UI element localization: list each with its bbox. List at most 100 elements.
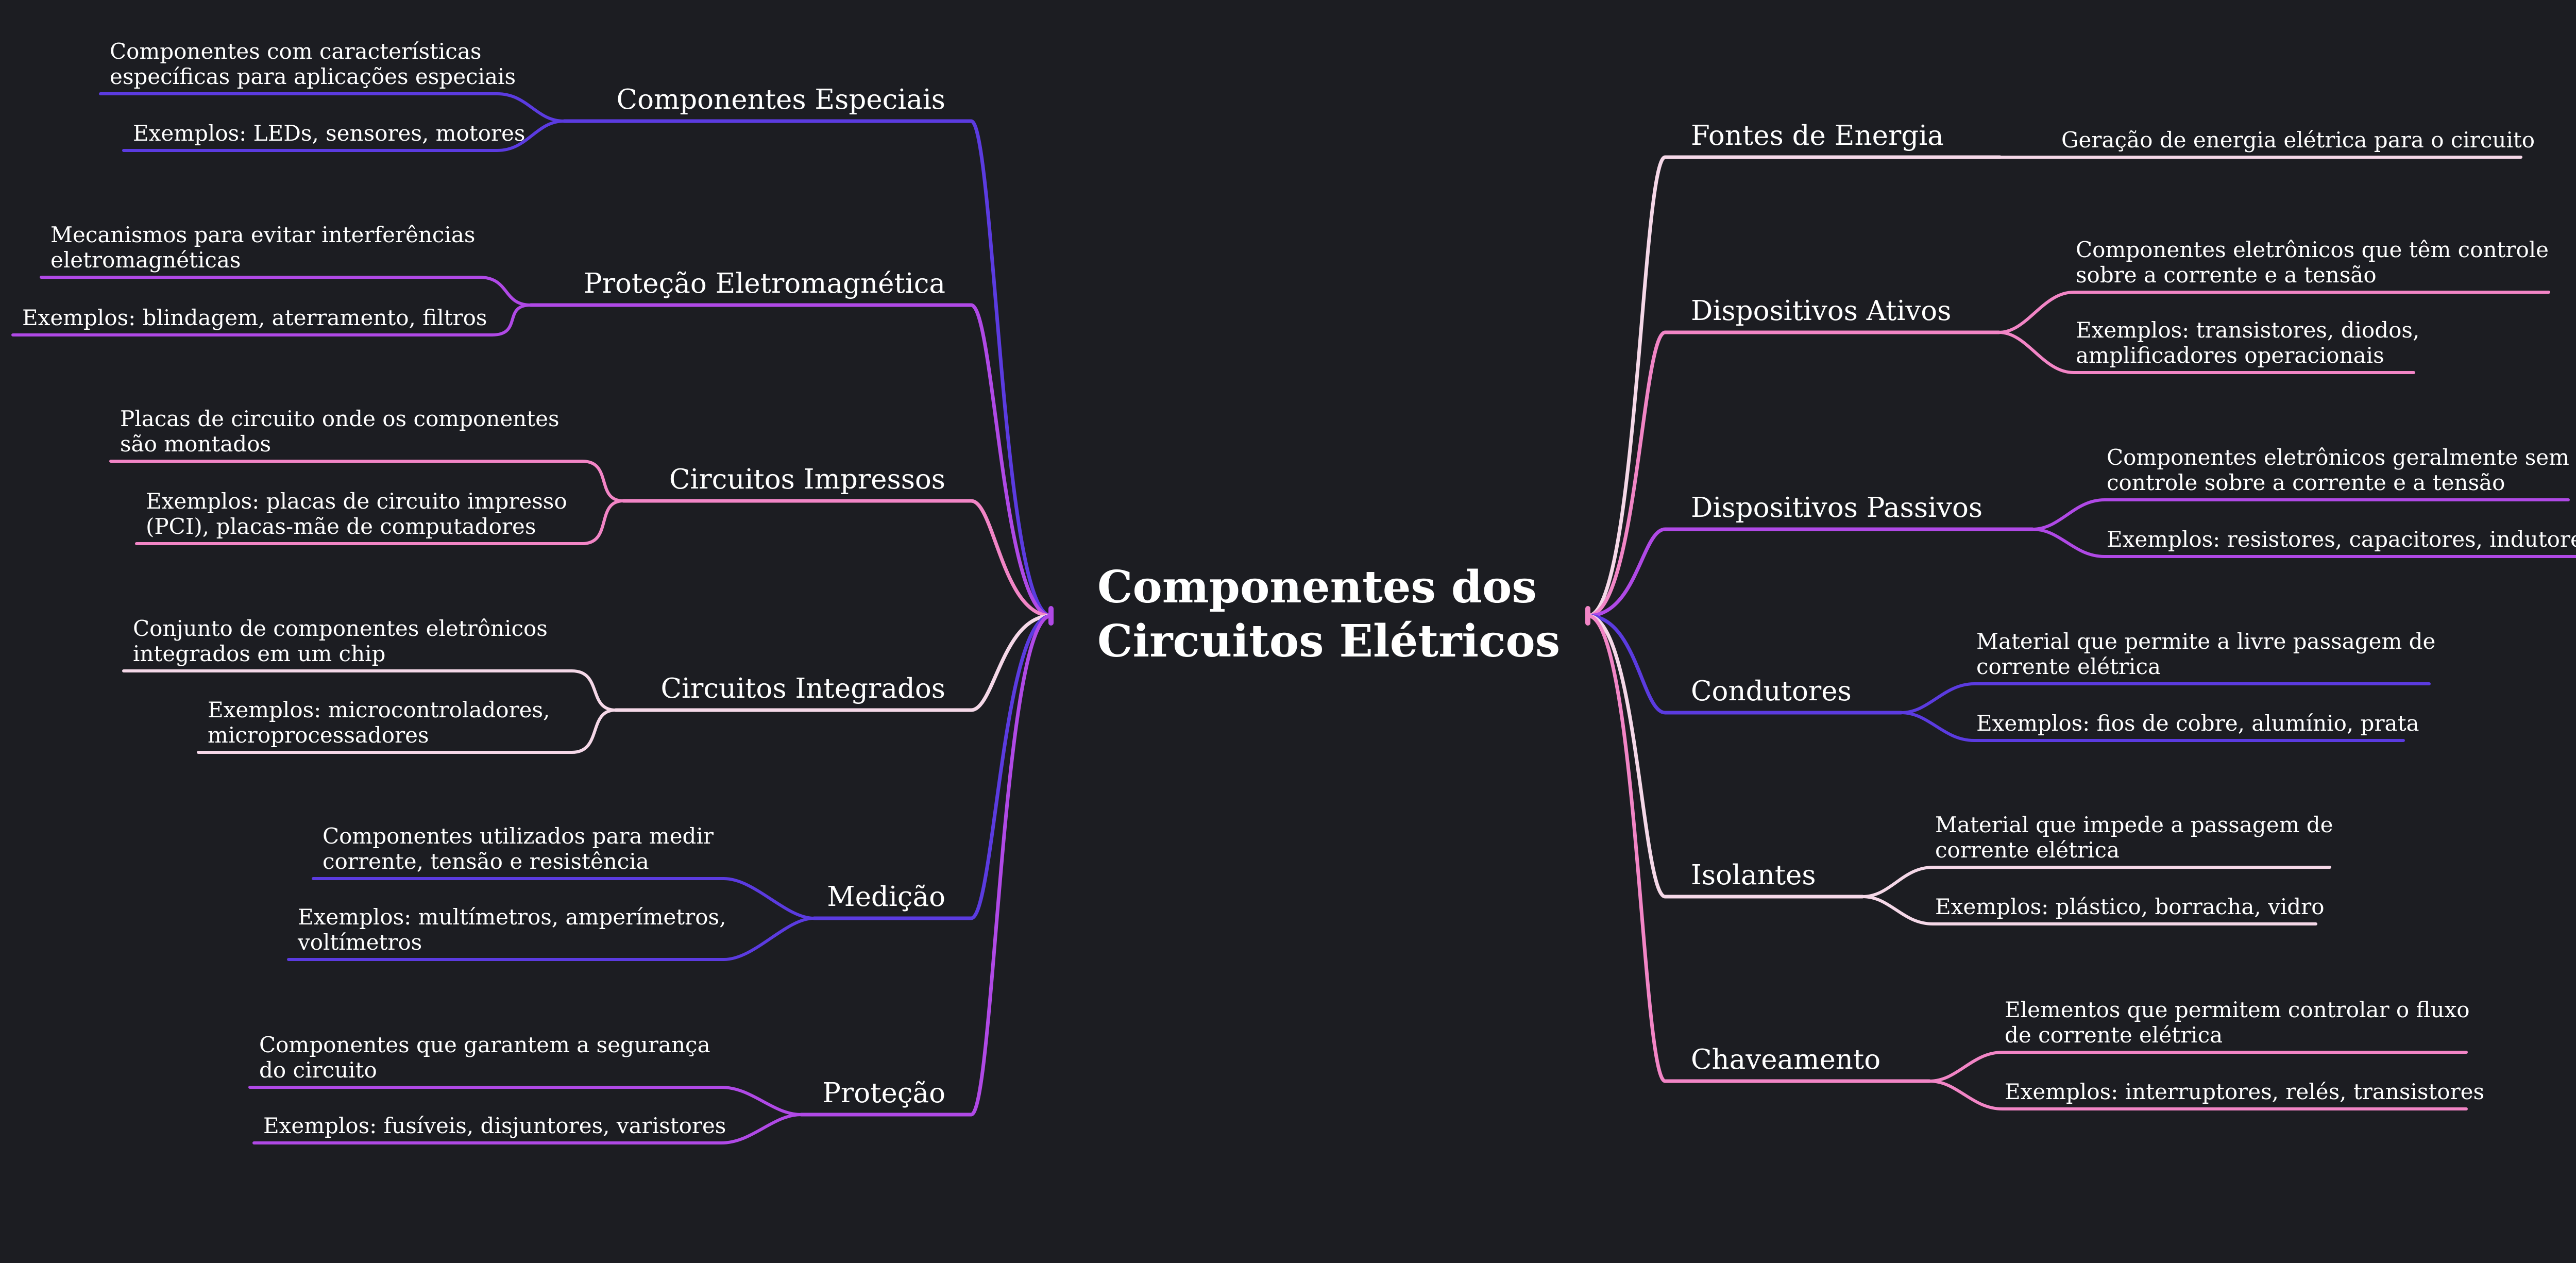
- leaf-text-line: Exemplos: microcontroladores,: [208, 697, 550, 722]
- topic-chaveamento[interactable]: Chaveamento: [1691, 1045, 1880, 1075]
- connector-protecao-leaf-1: [248, 1086, 803, 1116]
- leaf-protecao-2[interactable]: Exemplos: fusíveis, disjuntores, varisto…: [263, 1113, 726, 1139]
- topic-dispositivos-passivos[interactable]: Dispositivos Passivos: [1691, 493, 1982, 523]
- leaf-fontes-de-energia-1[interactable]: Geração de energia elétrica para o circu…: [2061, 127, 2535, 153]
- leaf-chaveamento-2[interactable]: Exemplos: interruptores, relés, transist…: [2005, 1079, 2485, 1105]
- topic-label: Isolantes: [1691, 860, 1816, 891]
- connector-componentes-especiais-leaf-1: [99, 92, 566, 123]
- connector-dispositivos-ativos-leaf-1: [1997, 291, 2550, 334]
- leaf-text-line: Geração de energia elétrica para o circu…: [2061, 127, 2535, 153]
- leaf-circuitos-integrados-2[interactable]: Exemplos: microcontroladores,microproces…: [208, 697, 550, 748]
- topic-isolantes[interactable]: Isolantes: [1691, 860, 1816, 891]
- leaf-text-line: Mecanismos para evitar interferências: [50, 222, 476, 247]
- leaf-text-line: Componentes eletrônicos geralmente sem: [2107, 445, 2569, 470]
- leaf-text-line: Conjunto de componentes eletrônicos: [133, 616, 548, 641]
- leaf-text-line: integrados em um chip: [133, 641, 386, 666]
- leaf-medicao-2[interactable]: Exemplos: multímetros, amperímetros,volt…: [298, 904, 726, 955]
- leaf-text-line: Componentes com características: [110, 39, 482, 64]
- leaf-text-line: controle sobre a corrente e a tensão: [2107, 469, 2505, 495]
- leaf-text-line: sobre a corrente e a tensão: [2076, 262, 2377, 288]
- topic-protecao-eletromagnetica[interactable]: Proteção Eletromagnética: [584, 268, 945, 299]
- connector-root-to-circuitos-impressos: [621, 499, 1053, 618]
- leaf-condutores-1[interactable]: Material que permite a livre passagem de…: [1976, 629, 2435, 679]
- topic-circuitos-integrados[interactable]: Circuitos Integrados: [660, 673, 946, 704]
- connector-root-to-componentes-especiais: [562, 119, 1053, 618]
- leaf-componentes-especiais-2[interactable]: Exemplos: LEDs, sensores, motores: [133, 121, 525, 146]
- connector-chaveamento-leaf-2: [1928, 1080, 2468, 1110]
- connector-medicao-leaf-2: [287, 917, 816, 961]
- connector-root-to-chaveamento: [1586, 614, 1931, 1083]
- connector-medicao-leaf-1: [312, 877, 816, 920]
- leaf-text-line: Placas de circuito onde os componentes: [120, 406, 560, 431]
- topic-componentes-especiais[interactable]: Componentes Especiais: [617, 85, 945, 115]
- topic-protecao[interactable]: Proteção: [822, 1077, 945, 1109]
- connector-chaveamento-leaf-1: [1928, 1051, 2468, 1083]
- connector-root-to-circuitos-integrados: [614, 614, 1053, 712]
- central-topic-line-1: Componentes dos: [1097, 561, 1537, 613]
- leaf-circuitos-impressos-2[interactable]: Exemplos: placas de circuito impresso(PC…: [146, 489, 567, 539]
- leaf-text-line: de corrente elétrica: [2005, 1022, 2223, 1048]
- topic-label: Dispositivos Passivos: [1691, 492, 1983, 524]
- topic-label: Dispositivos Ativos: [1691, 295, 1952, 327]
- connector-root-to-medicao: [812, 614, 1053, 920]
- connector-circuitos-integrados-leaf-2: [197, 709, 617, 754]
- connector-protecao-leaf-2: [252, 1113, 803, 1144]
- connector-isolantes-leaf-1: [1861, 866, 2331, 898]
- topic-label: Circuitos Impressos: [669, 464, 945, 495]
- connector-dispositivos-passivos-leaf-1: [2031, 498, 2570, 531]
- leaf-text-line: Exemplos: transistores, diodos,: [2076, 317, 2420, 343]
- connector-dispositivos-passivos-leaf-2: [2031, 528, 2576, 558]
- topic-fontes-de-energia[interactable]: Fontes de Energia: [1691, 121, 1944, 151]
- leaf-text-line: são montados: [120, 431, 272, 457]
- connector-circuitos-impressos-leaf-1: [109, 460, 625, 502]
- leaf-text-line: do circuito: [259, 1057, 377, 1083]
- topic-label: Proteção: [822, 1077, 945, 1109]
- leaf-text-line: Componentes utilizados para medir: [323, 823, 714, 849]
- topic-label: Medição: [827, 881, 945, 913]
- leaf-dispositivos-ativos-2[interactable]: Exemplos: transistores, diodos,amplifica…: [2076, 317, 2420, 368]
- connector-componentes-especiais-leaf-2: [122, 120, 566, 152]
- connector-dispositivos-ativos-leaf-2: [1997, 331, 2415, 374]
- topic-condutores[interactable]: Condutores: [1691, 676, 1852, 706]
- connector-circuitos-integrados-leaf-1: [122, 669, 617, 712]
- connector-root-to-isolantes: [1586, 614, 1865, 899]
- connector-condutores-leaf-1: [1900, 682, 2431, 714]
- leaf-text-line: corrente elétrica: [1976, 653, 2161, 679]
- leaf-text-line: Componentes eletrônicos que têm controle: [2076, 237, 2549, 262]
- leaf-text-line: corrente elétrica: [1935, 837, 2120, 863]
- leaf-dispositivos-ativos-1[interactable]: Componentes eletrônicos que têm controle…: [2076, 237, 2549, 288]
- central-topic[interactable]: Componentes dos Circuitos Elétricos: [1097, 561, 1560, 669]
- leaf-text-line: Exemplos: interruptores, relés, transist…: [2005, 1079, 2485, 1104]
- leaf-text-line: corrente, tensão e resistência: [323, 848, 649, 874]
- topic-circuitos-impressos[interactable]: Circuitos Impressos: [669, 464, 945, 495]
- connector-isolantes-leaf-2: [1861, 895, 2317, 925]
- leaf-chaveamento-1[interactable]: Elementos que permitem controlar o fluxo…: [2005, 997, 2470, 1048]
- connector-root-to-dispositivos-ativos: [1586, 330, 2001, 618]
- leaf-text-line: Exemplos: resistores, capacitores, indut…: [2107, 527, 2576, 552]
- topic-label: Circuitos Integrados: [660, 673, 946, 704]
- connector-protecao-eletromagnetica-leaf-1: [40, 276, 532, 307]
- connector-root-to-dispositivos-passivos: [1586, 527, 2035, 618]
- connector-root-to-fontes-de-energia: [1586, 155, 2002, 618]
- topic-label: Proteção Eletromagnética: [584, 268, 945, 299]
- topic-medicao[interactable]: Medição: [827, 882, 945, 912]
- leaf-text-line: Exemplos: placas de circuito impresso: [146, 489, 567, 514]
- leaf-text-line: amplificadores operacionais: [2076, 342, 2384, 368]
- leaf-text-line: microprocessadores: [208, 722, 429, 748]
- connector-circuitos-impressos-leaf-2: [135, 499, 625, 545]
- leaf-dispositivos-passivos-2[interactable]: Exemplos: resistores, capacitores, indut…: [2107, 527, 2576, 552]
- topic-label: Chaveamento: [1691, 1044, 1881, 1075]
- leaf-condutores-2[interactable]: Exemplos: fios de cobre, alumínio, prata: [1976, 711, 2419, 736]
- central-topic-line-2: Circuitos Elétricos: [1097, 615, 1561, 667]
- leaf-protecao-eletromagnetica-2[interactable]: Exemplos: blindagem, aterramento, filtro…: [22, 305, 487, 331]
- topic-dispositivos-ativos[interactable]: Dispositivos Ativos: [1691, 296, 1951, 326]
- leaf-isolantes-2[interactable]: Exemplos: plástico, borracha, vidro: [1935, 894, 2325, 920]
